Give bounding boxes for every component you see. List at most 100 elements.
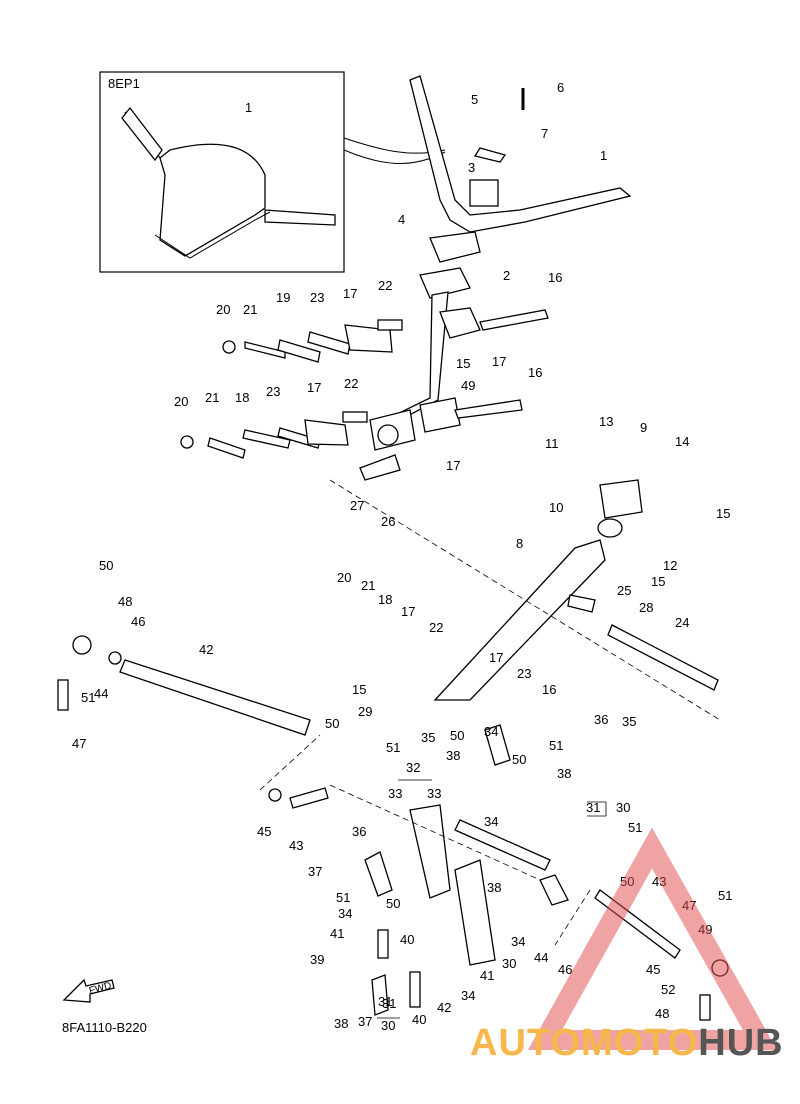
callout: 18 [235, 390, 249, 405]
callout: 41 [330, 926, 344, 941]
callout: 6 [557, 80, 564, 95]
callout: 22 [378, 278, 392, 293]
callout: 15 [352, 682, 366, 697]
callout: 51 [628, 820, 642, 835]
callout: 51 [386, 740, 400, 755]
callout: 46 [558, 962, 572, 977]
callout: 16 [528, 365, 542, 380]
tie-rod-left-drawing [57, 635, 311, 736]
fwd-arrow-icon: FWD [62, 974, 116, 1006]
callout: 42 [437, 1000, 451, 1015]
callout: 15 [456, 356, 470, 371]
callout: 33 [427, 786, 441, 801]
callout: 30 [502, 956, 516, 971]
callout: 11 [545, 436, 559, 451]
callout: 17 [401, 604, 415, 619]
callout: 41 [480, 968, 494, 983]
callout: 34 [484, 724, 498, 739]
watermark-text: AUTOMOTOHUB [470, 1022, 784, 1065]
callout: 39 [310, 952, 324, 967]
callout: 50 [325, 716, 339, 731]
callout: 20 [174, 394, 188, 409]
callout: 36 [352, 824, 366, 839]
callout: 51 [718, 888, 732, 903]
callout: 21 [243, 302, 257, 317]
callout: 15 [651, 574, 665, 589]
callout: 35 [421, 730, 435, 745]
callout: 17 [343, 286, 357, 301]
callout: 12 [663, 558, 677, 573]
steering-column-drawing [359, 267, 471, 481]
callout: 34 [511, 934, 525, 949]
callout: 35 [622, 714, 636, 729]
callout: 19 [276, 290, 290, 305]
callout: 32 [406, 760, 420, 775]
callout: 21 [361, 578, 375, 593]
callout: 23 [266, 384, 280, 399]
callout: 30 [616, 800, 630, 815]
callout: 34 [484, 814, 498, 829]
diagram-code: 8FA1110-B220 [62, 1020, 147, 1035]
callout: 50 [512, 752, 526, 767]
callout: 3 [468, 160, 475, 175]
watermark-triangle [527, 827, 778, 1050]
callout: 27 [350, 498, 364, 513]
callout: 34 [461, 988, 475, 1003]
callout: 46 [131, 614, 145, 629]
callout: 36 [594, 712, 608, 727]
callout: 25 [617, 583, 631, 598]
callout: 31 [382, 996, 396, 1011]
fwd-label: FWD [88, 980, 113, 997]
callout: 38 [446, 748, 460, 763]
callout: 33 [388, 786, 402, 801]
callout: 4 [398, 212, 405, 227]
callout: 47 [72, 736, 86, 751]
callout: 2 [503, 268, 510, 283]
main-handlebar-drawing [409, 75, 632, 263]
lower-linkage-drawing [268, 724, 729, 1021]
callout: 17 [446, 458, 460, 473]
callout: 29 [358, 704, 372, 719]
callout: 26 [381, 514, 395, 529]
main-shaft-drawing [433, 479, 719, 701]
callout: 9 [640, 420, 647, 435]
upper-linkage-right [419, 307, 549, 433]
callout: 50 [99, 558, 113, 573]
callout: 38 [334, 1016, 348, 1031]
callout: 51 [81, 690, 95, 705]
callout: 13 [599, 414, 613, 429]
callout: 1 [600, 148, 607, 163]
callout: 18 [378, 592, 392, 607]
callout: 48 [655, 1006, 669, 1021]
callout: 21 [205, 390, 219, 405]
callout: 42 [199, 642, 213, 657]
inset-frame [99, 71, 345, 273]
callout: 22 [344, 376, 358, 391]
callout: 44 [94, 686, 108, 701]
callout: 16 [542, 682, 556, 697]
callout: 37 [308, 864, 322, 879]
callout: 51 [336, 890, 350, 905]
watermark-part1: AUTOMOTO [470, 1022, 699, 1064]
callout: 24 [675, 615, 689, 630]
bracket-lines [377, 779, 607, 1019]
upper-linkage-left [180, 319, 403, 459]
watermark-part2: HUB [698, 1022, 784, 1064]
callout: 37 [358, 1014, 372, 1029]
callout: 38 [557, 766, 571, 781]
inset-title: 8EP1 [108, 76, 140, 91]
callout: 48 [118, 594, 132, 609]
callout: 10 [549, 500, 563, 515]
callout: 23 [310, 290, 324, 305]
callout: 31 [378, 994, 392, 1009]
callout: 14 [675, 434, 689, 449]
inset-handlebar-drawing [121, 106, 336, 259]
callout: 8 [516, 536, 523, 551]
callout: 34 [338, 906, 352, 921]
callout: 49 [461, 378, 475, 393]
callout: 17 [489, 650, 503, 665]
callout: 45 [646, 962, 660, 977]
callout: 22 [429, 620, 443, 635]
callout: 51 [549, 738, 563, 753]
